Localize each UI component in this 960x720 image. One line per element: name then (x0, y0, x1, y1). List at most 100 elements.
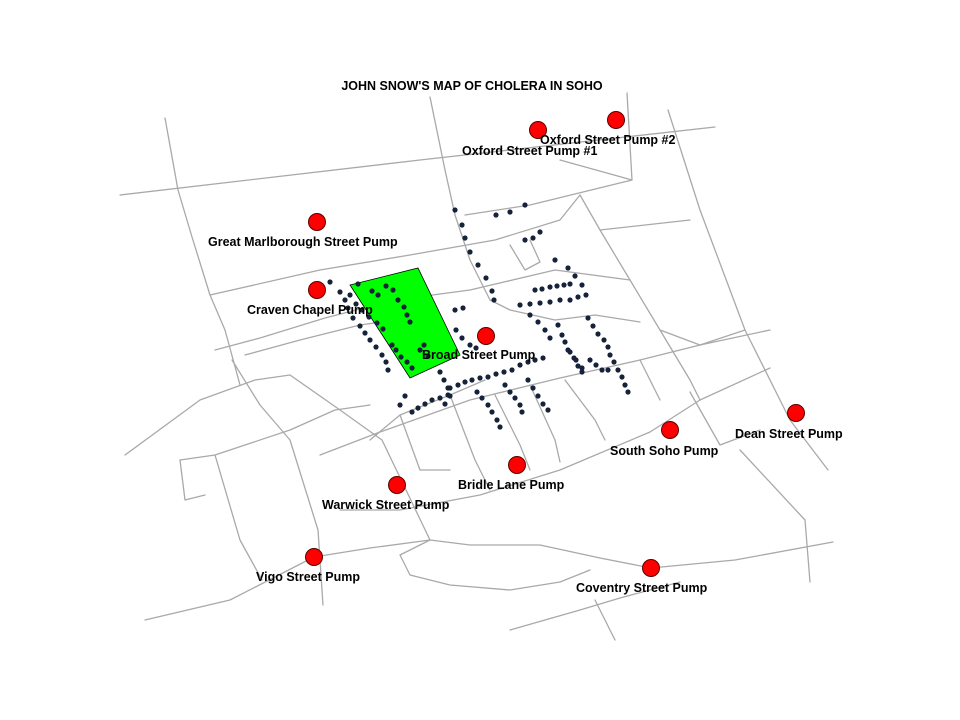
death-dot (467, 249, 473, 255)
death-dot (375, 292, 381, 298)
death-dot (415, 405, 421, 411)
death-dot (530, 385, 536, 391)
death-dot (501, 369, 507, 375)
death-dot (409, 409, 415, 415)
pump-label: Vigo Street Pump (256, 570, 360, 584)
death-dot (409, 365, 415, 371)
death-dot (357, 323, 363, 329)
death-dot (491, 297, 497, 303)
street (659, 329, 701, 401)
pump-marker (477, 327, 495, 345)
death-dot (383, 359, 389, 365)
pump-label: Craven Chapel Pump (247, 303, 373, 317)
death-dot (445, 385, 451, 391)
death-dot (407, 319, 413, 325)
death-dot (545, 407, 551, 413)
death-dot (562, 339, 568, 345)
street (509, 581, 681, 631)
street (179, 454, 263, 581)
death-dot (459, 335, 465, 341)
street (739, 449, 811, 583)
death-dot (537, 300, 543, 306)
death-dot (599, 367, 605, 373)
street (399, 539, 591, 591)
death-dot (615, 367, 621, 373)
death-dot (575, 294, 581, 300)
death-dot (337, 289, 343, 295)
death-dot (572, 273, 578, 279)
death-dot (509, 367, 515, 373)
pump-label: Bridle Lane Pump (458, 478, 565, 492)
death-dot (507, 209, 513, 215)
street (579, 194, 746, 346)
street (179, 459, 206, 501)
death-dot (489, 288, 495, 294)
death-dot (393, 347, 399, 353)
pump-markers (305, 111, 805, 577)
death-dot (542, 327, 548, 333)
street (289, 374, 431, 541)
death-dot (355, 281, 361, 287)
death-dot (383, 283, 389, 289)
pump-marker (388, 476, 406, 494)
death-dot (567, 297, 573, 303)
death-dot (559, 332, 565, 338)
death-dot (437, 395, 443, 401)
street (399, 414, 451, 471)
death-dot (585, 315, 591, 321)
death-dot (565, 265, 571, 271)
death-dot (373, 344, 379, 350)
death-dot (462, 379, 468, 385)
death-dot (579, 369, 585, 375)
death-dot (452, 307, 458, 313)
death-dot (575, 363, 581, 369)
street (626, 92, 633, 181)
death-dot (625, 389, 631, 395)
death-dot (593, 362, 599, 368)
death-dot (437, 369, 443, 375)
death-dot (441, 377, 447, 383)
death-dot (595, 331, 601, 337)
death-dot (425, 353, 431, 359)
death-dot (502, 382, 508, 388)
street (529, 384, 561, 463)
death-dot (473, 345, 479, 351)
death-dot (397, 402, 403, 408)
death-dot (539, 286, 545, 292)
death-dot (345, 305, 351, 311)
death-dot (622, 382, 628, 388)
death-dot (483, 275, 489, 281)
death-dot (385, 367, 391, 373)
death-dot (607, 352, 613, 358)
street (224, 329, 241, 386)
death-dot (374, 320, 380, 326)
death-dot (583, 292, 589, 298)
death-dot (517, 402, 523, 408)
death-dot (455, 382, 461, 388)
death-dot (353, 301, 359, 307)
death-dot (422, 401, 428, 407)
pump-label: Oxford Street Pump #2 (540, 133, 675, 147)
pump-marker (308, 213, 326, 231)
street (214, 404, 371, 456)
death-dot (467, 342, 473, 348)
street (489, 299, 641, 323)
death-dot (442, 401, 448, 407)
death-dot (398, 354, 404, 360)
death-dot (485, 374, 491, 380)
death-dot (359, 307, 365, 313)
death-dot (525, 377, 531, 383)
death-dot (459, 222, 465, 228)
death-dot (367, 337, 373, 343)
death-dot (525, 359, 531, 365)
street (599, 219, 691, 231)
pump-marker (308, 281, 326, 299)
street (119, 126, 716, 196)
death-dot (555, 322, 561, 328)
death-dot (429, 397, 435, 403)
map-title: JOHN SNOW'S MAP OF CHOLERA IN SOHO (341, 79, 603, 93)
death-dot (540, 355, 546, 361)
street (164, 117, 226, 331)
